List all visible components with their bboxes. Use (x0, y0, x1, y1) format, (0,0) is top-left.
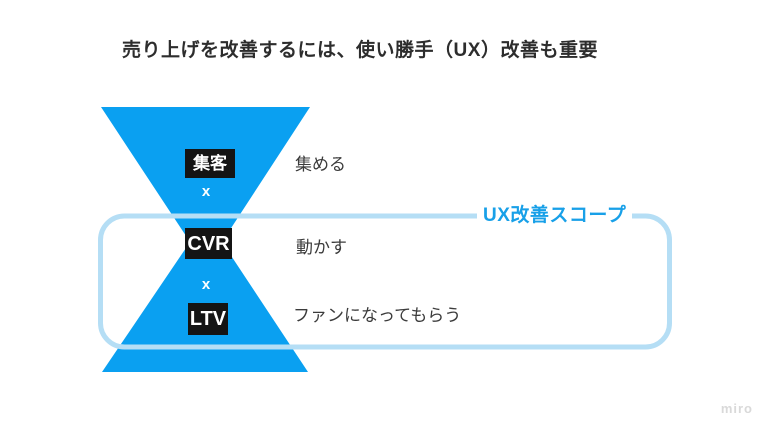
stage-description-cvr: 動かす (296, 238, 347, 257)
funnel-tag-acquisition: 集客 (185, 149, 235, 178)
funnel-tag-cvr: CVR (185, 228, 232, 259)
ux-scope-label: UX改善スコープ (477, 200, 633, 227)
miro-watermark: miro (720, 401, 753, 416)
multiply-symbol: x (201, 276, 211, 293)
stage-description-acquisition: 集める (295, 155, 346, 174)
multiply-symbol: x (201, 183, 211, 200)
funnel-tag-ltv: LTV (188, 303, 228, 335)
stage-description-ltv: ファンになってもらう (293, 306, 462, 325)
ux-scope-outline (98, 213, 672, 350)
slide-title: 売り上げを改善するには、使い勝手（UX）改善も重要 (122, 40, 598, 61)
